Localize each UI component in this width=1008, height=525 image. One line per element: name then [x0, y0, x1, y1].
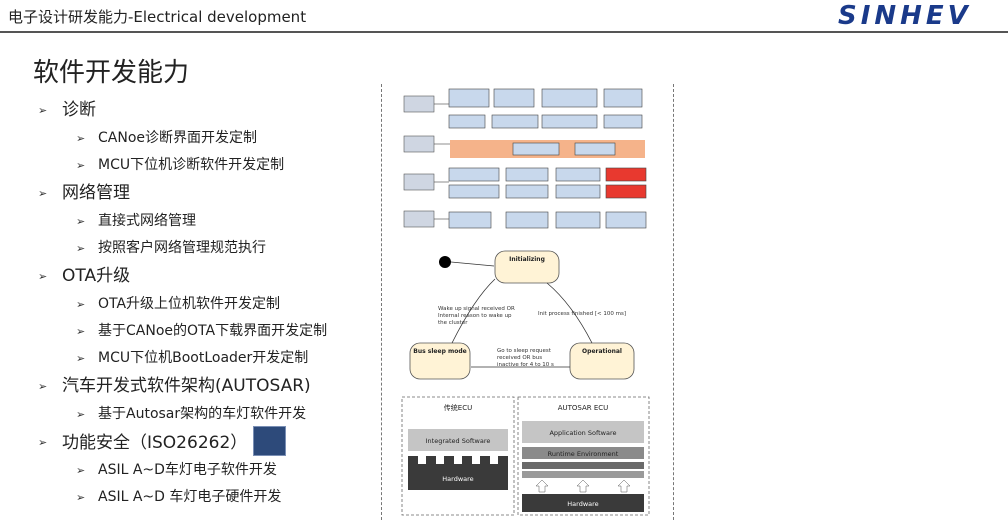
outline-subitem: ➢MCU下位机BootLoader开发定制 [38, 345, 378, 372]
legacy-software-label: Integrated Software [426, 437, 491, 445]
bullet-arrow-icon: ➢ [38, 436, 48, 449]
bullet-arrow-icon: ➢ [38, 187, 48, 200]
bullet-arrow-icon: ➢ [76, 298, 86, 311]
outline-subitem: ➢CANoe诊断界面开发定制 [38, 125, 378, 152]
outline-subitem: ➢基于CANoe的OTA下载界面开发定制 [38, 318, 378, 345]
legacy-hardware-label: Hardware [442, 475, 473, 483]
outline-subitem: ➢直接式网络管理 [38, 208, 378, 235]
outline-subitem: ➢ASIL A~D 车灯电子硬件开发 [38, 484, 378, 511]
bullet-arrow-icon: ➢ [76, 491, 86, 504]
state-initializing-label: Initializing [509, 256, 545, 263]
bullet-arrow-icon: ➢ [76, 242, 86, 255]
outline-subitem: ➢基于Autosar架构的车灯软件开发 [38, 401, 378, 428]
ecu-architecture-comparison: 传统ECU Integrated Software Hardware AUTOS… [401, 396, 650, 516]
legacy-ecu-title: 传统ECU [444, 403, 472, 412]
sinhev-logo: SINHEV [838, 2, 972, 28]
state-bus-sleep [409, 342, 471, 380]
functional-safety-badge-icon [253, 426, 287, 456]
bullet-arrow-icon: ➢ [76, 352, 86, 365]
outline-item-diagnosis: ➢诊断 [38, 96, 378, 125]
autosar-hardware-label: Hardware [567, 500, 598, 508]
state-initializing [494, 250, 560, 284]
state-bus-sleep-label: Bus sleep mode [413, 348, 466, 355]
svg-text:Init process finished [< 100 m: Init process finished [< 100 ms] [538, 311, 626, 317]
bullet-arrow-icon: ➢ [76, 464, 86, 477]
header-title: 电子设计研发能力-Electrical development [8, 8, 307, 26]
capability-outline: ➢诊断 ➢CANoe诊断界面开发定制 ➢MCU下位机诊断软件开发定制 ➢网络管理… [38, 96, 378, 511]
autosar-application-label: Application Software [549, 429, 616, 437]
state-operational-label: Operational [582, 348, 622, 355]
page-title: 软件开发能力 [33, 58, 190, 88]
diagram-panel: Initializing Bus sleep mode Operational … [381, 84, 674, 520]
outline-subitem: ➢MCU下位机诊断软件开发定制 [38, 152, 378, 179]
diagnostic-process-flowchart [403, 88, 647, 229]
outline-item-functional-safety: ➢功能安全（ISO26262） [38, 426, 378, 457]
bullet-arrow-icon: ➢ [76, 159, 86, 172]
state-operational [569, 342, 635, 380]
autosar-ecu-title: AUTOSAR ECU [558, 404, 609, 412]
bullet-arrow-icon: ➢ [76, 132, 86, 145]
svg-text:Go to sleep request re: Go to sleep request received OR bus inac… [497, 348, 554, 368]
outline-subitem: ➢按照客户网络管理规范执行 [38, 235, 378, 262]
bullet-arrow-icon: ➢ [38, 104, 48, 117]
bullet-arrow-icon: ➢ [38, 380, 48, 393]
svg-text:Wake up signal received OR: Wake up signal received OR Internal reas… [438, 306, 517, 326]
svg-text:SINHEV: SINHEV [838, 2, 972, 28]
autosar-runtime-label: Runtime Environment [548, 450, 619, 458]
bullet-arrow-icon: ➢ [76, 408, 86, 421]
bullet-arrow-icon: ➢ [76, 215, 86, 228]
network-state-diagram: Initializing Bus sleep mode Operational … [409, 250, 635, 380]
outline-item-autosar: ➢汽车开发式软件架构(AUTOSAR) [38, 372, 378, 401]
outline-subitem: ➢OTA升级上位机软件开发定制 [38, 291, 378, 318]
slide-header: 电子设计研发能力-Electrical development SINHEV [0, 0, 1008, 33]
outline-item-ota: ➢OTA升级 [38, 262, 378, 291]
outline-item-network-management: ➢网络管理 [38, 179, 378, 208]
bullet-arrow-icon: ➢ [76, 325, 86, 338]
bullet-arrow-icon: ➢ [38, 270, 48, 283]
outline-subitem: ➢ASIL A~D车灯电子软件开发 [38, 457, 378, 484]
